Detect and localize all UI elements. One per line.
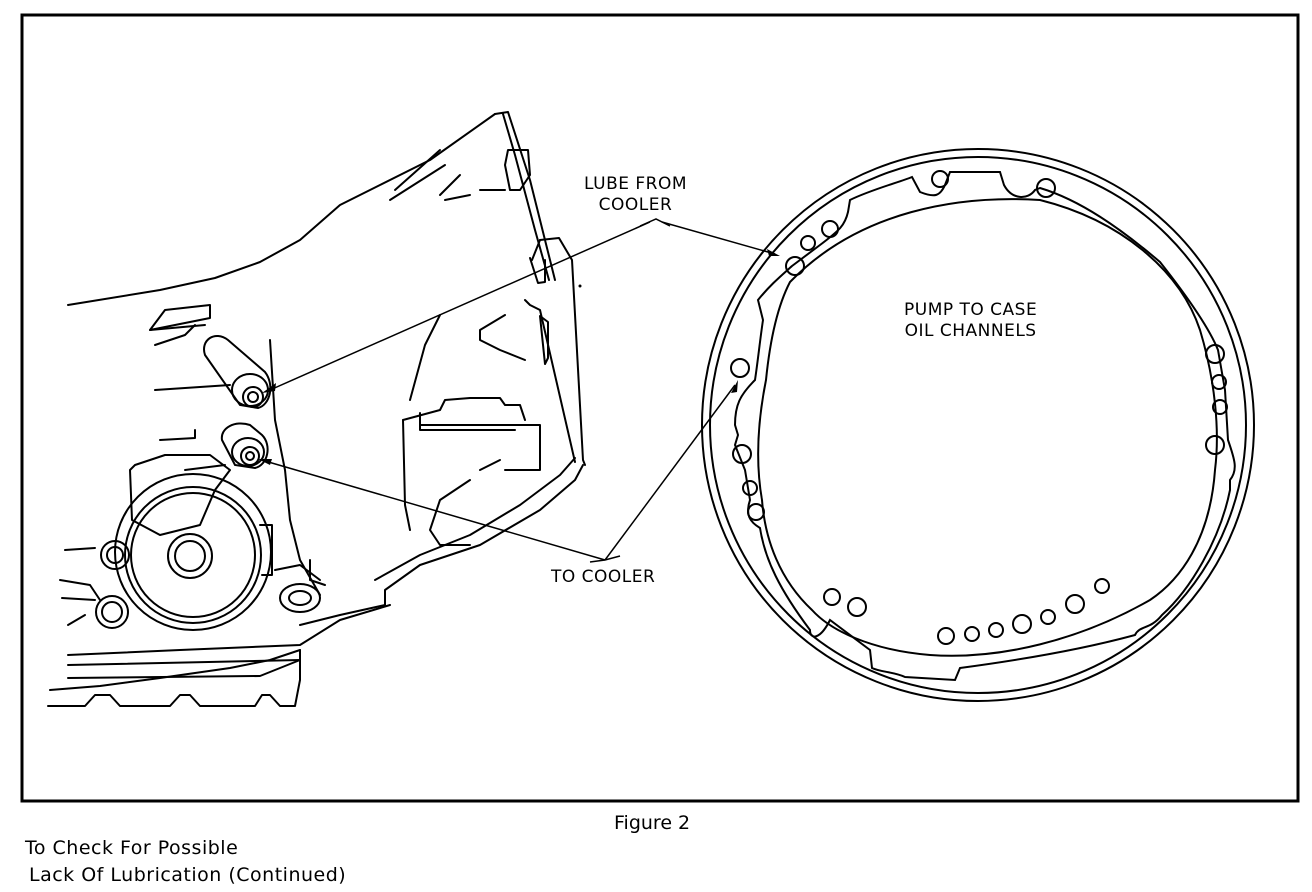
callout-pump-line-2: OIL CHANNELS (904, 321, 1037, 341)
cooler-fitting-lower (220, 422, 269, 470)
callout-pump-to-case-oil-channels: PUMP TO CASE OIL CHANNELS (904, 300, 1037, 342)
leader-lube-to-gasket (661, 221, 776, 255)
section-title: To Check For Possible Lack Of Lubricatio… (25, 835, 346, 889)
arrowhead-lower-fitting (258, 459, 272, 465)
callout-pump-line-1: PUMP TO CASE (904, 300, 1038, 320)
arrowheads (258, 249, 780, 465)
callout-lube-line-2: COOLER (598, 195, 673, 215)
figure-border (20, 13, 1300, 803)
leader-lines (264, 218, 776, 563)
pump-gasket (701, 148, 1255, 702)
gasket-outer-edge (701, 148, 1255, 702)
callout-lube-line-1: LUBE FROM (584, 174, 688, 194)
section-title-line-2: Lack Of Lubrication (Continued) (29, 864, 347, 886)
leader-to-cooler-gasket (604, 384, 736, 561)
gasket-outer-edge-inner (709, 156, 1247, 694)
transmission-case (47, 111, 586, 707)
arrowhead-lube-gasket (767, 249, 780, 256)
figure-caption: Figure 2 (614, 812, 691, 834)
section-title-line-1: To Check For Possible (25, 837, 239, 859)
callout-lube-from-cooler: LUBE FROM COOLER (584, 174, 687, 216)
gasket-holes (730, 170, 1228, 645)
leader-lube-to-fitting (269, 221, 651, 391)
cooler-fitting-upper (203, 335, 272, 410)
callout-to-cooler: TO COOLER (551, 567, 656, 587)
arrowhead-cooler-gasket (731, 380, 738, 393)
arrowhead-upper-fitting (262, 383, 276, 393)
gasket-inner-channel-outline (733, 171, 1236, 682)
leader-to-cooler-fitting (264, 460, 606, 561)
